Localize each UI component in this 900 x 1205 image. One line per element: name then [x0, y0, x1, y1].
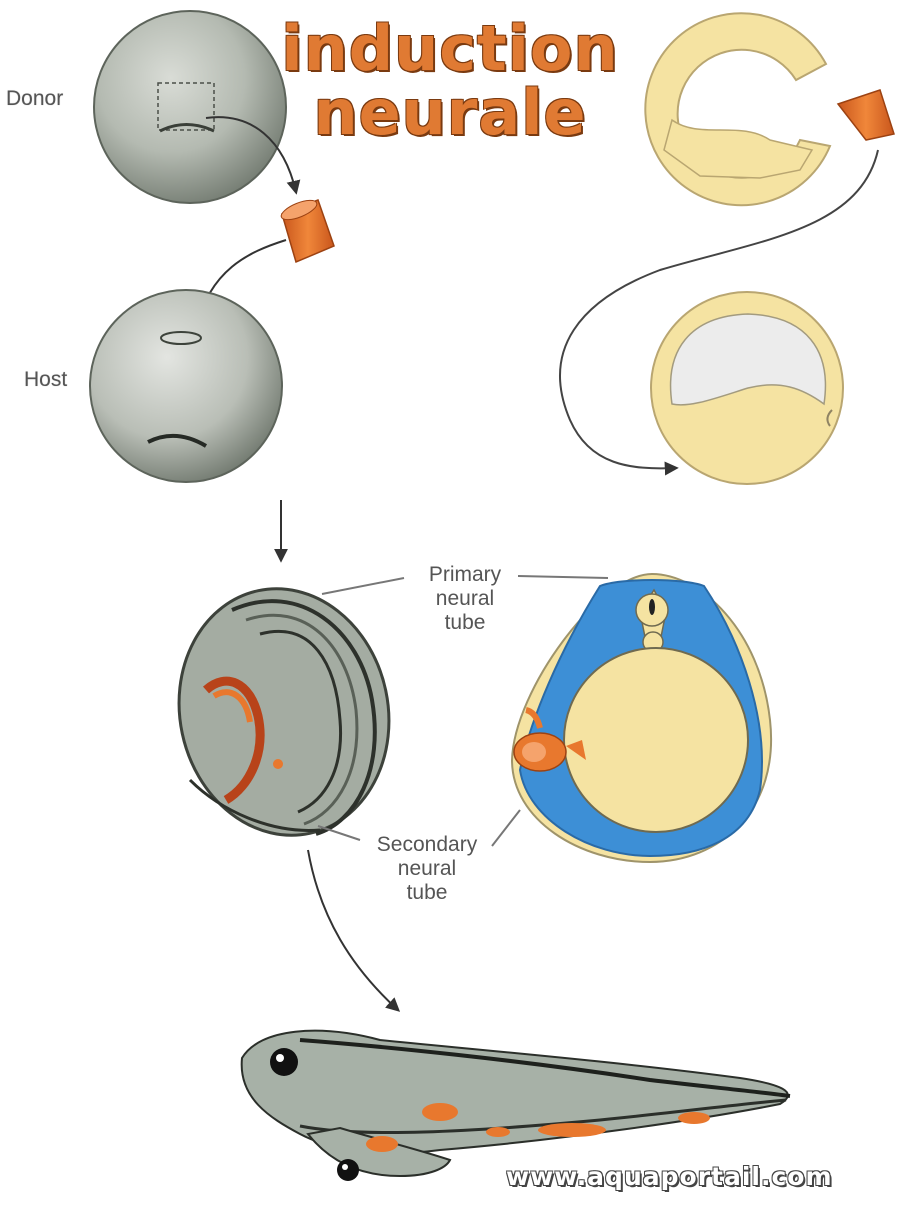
arrow-neurula-to-tadpole [307, 849, 401, 1012]
secondary-label-line-2: neural [397, 857, 457, 880]
title-line-1: induction [281, 12, 619, 85]
secondary-label-line-3: tube [406, 881, 448, 904]
tadpole [240, 1029, 791, 1181]
primary-neural-tube-label: Primary neural tube [390, 563, 540, 635]
secondary-leader-left [317, 825, 361, 841]
host-egg [89, 289, 283, 483]
primary-label-line-2: neural [435, 587, 495, 610]
donor-section [644, 12, 895, 207]
secondary-neural-tube-label: Secondary neural tube [352, 833, 502, 905]
neurula-embryo [177, 587, 391, 837]
donor-egg [93, 10, 287, 204]
graft-tissue [280, 199, 335, 264]
primary-leader-left [321, 577, 405, 595]
donor-label: Donor [6, 87, 64, 110]
host-section [650, 291, 844, 485]
primary-label-line-3: tube [444, 611, 486, 634]
host-label: Host [24, 368, 68, 391]
arrow-section-to-host-section [559, 149, 879, 476]
primary-leader-right [517, 575, 609, 579]
arrow-donor-to-graft [205, 116, 301, 195]
watermark: www.aquaportail.com [506, 1162, 833, 1191]
neural-cross-section [510, 572, 773, 864]
title-line-2: neurale [313, 76, 587, 149]
primary-label-line-1: Primary [428, 563, 502, 586]
secondary-label-line-1: Secondary [376, 833, 478, 856]
secondary-leader-right [491, 809, 521, 847]
